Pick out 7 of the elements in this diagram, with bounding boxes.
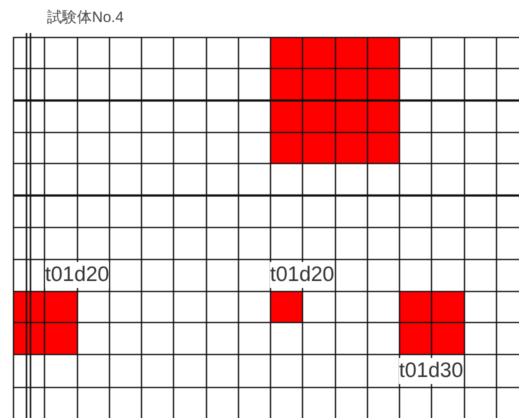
filled-cell-region (270, 291, 302, 322)
specimen-label: t01d20 (270, 262, 334, 288)
filled-cell-region (270, 37, 399, 163)
diagram-title: 試験体No.4 (47, 8, 124, 28)
filled-cell-region (399, 291, 464, 354)
specimen-label: t01d30 (399, 358, 464, 384)
specimen-label: t01d20 (45, 262, 110, 288)
